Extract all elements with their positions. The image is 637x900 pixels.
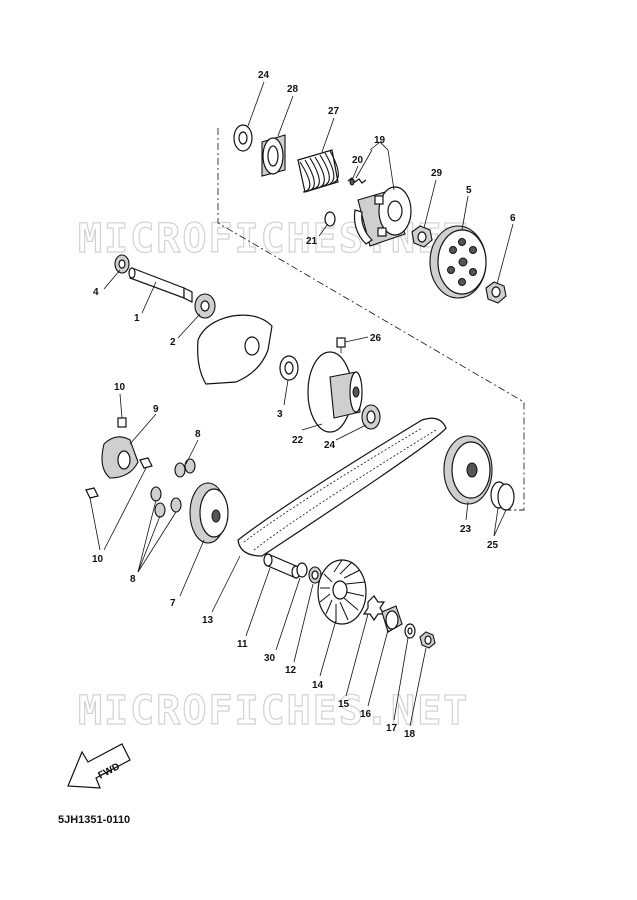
callout-23: 23 (460, 524, 472, 535)
callout-21: 21 (306, 236, 318, 247)
part-13-drive-belt (237, 417, 447, 557)
part-19-clutch-carrier (353, 186, 412, 247)
callout-16: 16 (360, 709, 372, 720)
callout-8-top: 8 (195, 429, 201, 440)
part-5-clutch-housing (429, 225, 487, 299)
callout-27: 27 (328, 106, 340, 117)
callout-19: 19 (374, 135, 386, 146)
part-3-washer (279, 355, 299, 381)
part-2-bearing (194, 293, 216, 319)
callout-7: 7 (170, 598, 176, 609)
watermark-bottom: MICROFICHES.NET (78, 688, 469, 734)
callout-25: 25 (487, 540, 499, 551)
part-1-shaft (128, 267, 193, 303)
part-17-washer (404, 623, 416, 639)
callout-11: 11 (237, 639, 248, 650)
part-9-cam-plate (101, 436, 139, 479)
callout-24-top: 24 (258, 70, 270, 81)
callout-4: 4 (93, 287, 99, 298)
callout-15: 15 (338, 699, 350, 710)
callout-5: 5 (466, 185, 472, 196)
part-8-rollers (150, 458, 196, 518)
callout-10-bottom: 10 (92, 554, 104, 565)
part-16-cup (381, 605, 403, 633)
callout-22: 22 (292, 435, 304, 446)
part-18-nut (419, 631, 436, 649)
callout-13: 13 (202, 615, 214, 626)
callout-12: 12 (285, 665, 297, 676)
callout-20: 20 (352, 155, 364, 166)
part-20-small-spring (347, 177, 367, 186)
part-11-collar (263, 553, 301, 579)
callout-24-mid: 24 (324, 440, 336, 451)
leader-lines (89, 81, 514, 727)
callout-3: 3 (277, 409, 283, 420)
part-22-sheave (307, 351, 363, 433)
diagram-code: 5JH1351-0110 (58, 814, 131, 826)
callout-10-top: 10 (114, 382, 126, 393)
callout-14: 14 (312, 680, 324, 691)
callout-17: 17 (386, 723, 398, 734)
part-23-secondary-sheave (443, 435, 493, 505)
part-29-nut (411, 225, 433, 248)
callout-8-bottom: 8 (130, 574, 136, 585)
part-28-collar (261, 134, 286, 177)
part-21-ring (324, 211, 336, 227)
part-24-washer (233, 124, 253, 152)
part-10-slider-right (139, 457, 153, 469)
part-10-slider-left (85, 487, 99, 499)
callout-1: 1 (134, 313, 140, 324)
part-4-bearing (114, 254, 130, 274)
callout-6: 6 (510, 213, 516, 224)
watermark-top: MICROFICHES.NET (78, 216, 469, 262)
part-10-slider-top (117, 417, 127, 428)
part-30-washer (296, 562, 308, 578)
part-27-spring (297, 149, 339, 193)
callout-29: 29 (431, 168, 443, 179)
fwd-arrow-icon: FWD (67, 743, 131, 789)
part-14-fan (317, 559, 367, 625)
callout-28: 28 (287, 84, 299, 95)
callout-9: 9 (153, 404, 159, 415)
callout-labels: 24 28 27 19 20 29 5 6 21 4 1 2 26 3 22 2… (92, 70, 516, 740)
part-25-rings (490, 481, 515, 511)
callout-2: 2 (170, 337, 176, 348)
part-7-drive-face (189, 482, 229, 544)
part-6-nut (485, 281, 507, 304)
crankcase-cover (197, 314, 273, 385)
part-26-pin (336, 337, 346, 353)
callout-26: 26 (370, 333, 382, 344)
part-15-plate (362, 595, 386, 622)
part-24-collar (361, 404, 381, 430)
callout-30: 30 (264, 653, 276, 664)
callout-18: 18 (404, 729, 416, 740)
